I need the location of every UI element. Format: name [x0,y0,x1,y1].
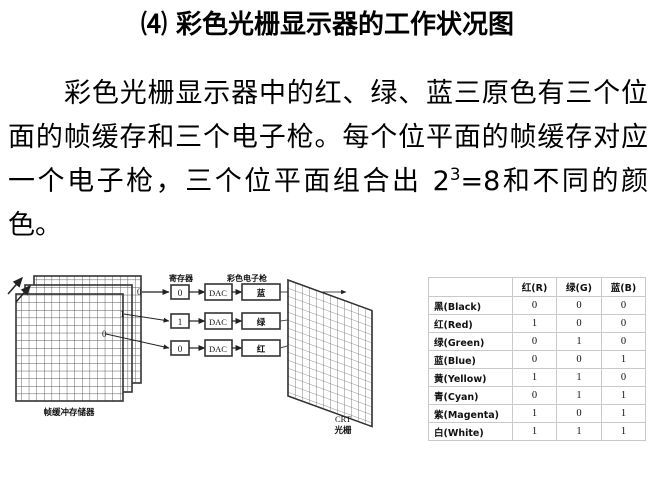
svg-text:蓝: 蓝 [257,288,266,299]
body-paragraph-part1: 彩色光栅显示器中的红、绿、蓝三原色有三个位面的帧缓存和三个电子枪。每个位平面的帧… [8,78,648,197]
cell-blue: 1 [600,386,647,405]
table-row: 绿(Green) 0 1 0 [428,332,647,351]
framebuffer-caption: 帧缓冲存储器 [43,407,95,418]
row-label: 白(White) [428,422,513,441]
cell-green: 0 [556,404,602,423]
table-header-row: 红(R) 绿(G) 蓝(B) [428,277,647,297]
cell-blue: 1 [600,422,647,441]
table-row: 蓝(Blue) 0 0 1 [428,350,647,369]
cell-green: 1 [556,422,602,441]
svg-text:0: 0 [178,344,183,354]
cell-green: 0 [556,314,602,333]
cell-blue: 0 [600,296,647,315]
svg-text:DAC: DAC [209,317,227,327]
crt-label-line2: 光栅 [333,425,352,436]
rgb-combination-table: 红(R) 绿(G) 蓝(B) 黑(Black) 0 0 0 红(Red) 1 0… [428,277,647,441]
cell-red: 1 [511,422,558,441]
cell-blue: 0 [600,332,647,351]
row-label: 蓝(Blue) [428,350,513,369]
cell-green: 1 [556,332,602,351]
row-label: 黄(Yellow) [428,368,513,387]
cell-blue: 1 [600,350,647,369]
body-paragraph-exponent: 3 [449,164,461,184]
svg-text:DAC: DAC [209,288,227,298]
svg-text:绿: 绿 [257,317,266,328]
page-title: ⑷ 彩色光栅显示器的工作状况图 [140,10,515,40]
pipeline-row-red: 0 DAC 红 [105,333,281,357]
cell-red: 1 [511,404,558,423]
table-row: 紫(Magenta) 1 0 1 [428,404,647,423]
cell-red: 0 [511,296,558,315]
row-label: 紫(Magenta) [428,404,513,423]
table-row: 红(Red) 1 0 0 [428,314,647,333]
row-label: 绿(Green) [428,332,513,351]
frame-buffer-plane-front [15,293,124,402]
pipeline-row-blue: 0 DAC 蓝 [142,283,281,301]
body-paragraph: 彩色光栅显示器中的红、绿、蓝三原色有三个位面的帧缓存和三个电子枪。每个位平面的帧… [8,72,648,248]
cell-blue: 1 [600,404,647,423]
svg-text:1: 1 [178,317,183,327]
table-header-green: 绿(G) [556,277,602,297]
plane-bit-front: 0 [102,329,107,339]
cell-red: 0 [511,386,558,405]
plane-depth-arrow-icon [7,276,31,303]
body-paragraph-part2: =8和不同的颜色。 [8,166,648,241]
plane-bit-middle: 1 [120,309,125,319]
row-label: 红(Red) [428,314,513,333]
cell-green: 0 [556,350,602,369]
pipeline-row-green: 1 DAC 绿 [123,312,281,330]
cell-red: 0 [511,332,558,351]
table-row: 青(Cyan) 0 1 1 [428,386,647,405]
crt-raster [287,279,373,428]
gun-caption: 彩色电子枪 [226,273,267,283]
table-row: 黄(Yellow) 1 1 0 [428,368,647,387]
cell-red: 1 [511,368,558,387]
frame-buffer-diagram: 0 1 0 帧缓冲存储器 寄存器 彩色电子枪 0 DAC 蓝 [6,272,416,457]
cell-blue: 0 [600,368,647,387]
cell-green: 1 [556,368,602,387]
register-caption: 寄存器 [169,273,194,283]
svg-text:0: 0 [178,288,183,298]
cell-green: 1 [556,386,602,405]
svg-text:红: 红 [257,344,266,355]
table-header-corner [428,277,513,297]
cell-red: 0 [511,350,558,369]
crt-label-line1: CRT [335,414,352,424]
plane-bit-back: 0 [137,287,142,297]
table-row: 黑(Black) 0 0 0 [428,296,647,315]
svg-text:DAC: DAC [209,344,227,354]
cell-blue: 0 [600,314,647,333]
row-label: 青(Cyan) [428,386,513,405]
table-header-red: 红(R) [511,277,558,297]
table-header-blue: 蓝(B) [600,277,647,297]
cell-red: 1 [511,314,558,333]
row-label: 黑(Black) [428,296,513,315]
table-row: 白(White) 1 1 1 [428,422,647,441]
cell-green: 0 [556,296,602,315]
